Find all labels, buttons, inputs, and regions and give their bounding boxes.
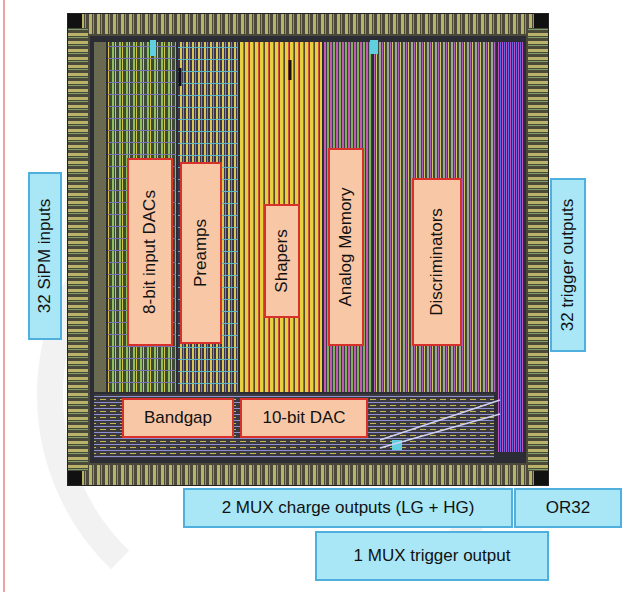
block-label: Shapers: [272, 229, 292, 292]
pad-ring-right: [528, 28, 548, 471]
io-label-box: OR32: [514, 488, 622, 528]
block-label: 8-bit input DACs: [140, 190, 160, 314]
block-label: Discriminators: [427, 208, 447, 316]
block-label-box: 8-bit input DACs: [127, 158, 173, 346]
preamp-array: [178, 42, 238, 392]
block-label: OR32: [546, 498, 590, 518]
block-label-box: Shapers: [264, 204, 300, 318]
margin-line: [3, 0, 5, 592]
label-group: 10-bit DAC: [262, 408, 345, 428]
block-label-box: Analog Memory: [328, 148, 364, 346]
block-label-box: 10-bit DAC: [240, 398, 368, 438]
label-group: 8-bit input DACs: [140, 190, 160, 314]
corner-pad: [534, 14, 548, 28]
block-label: Analog Memory: [336, 187, 356, 306]
label-group: Analog Memory: [336, 187, 356, 306]
discriminator-array: [374, 42, 496, 392]
layout-wire: [380, 414, 500, 448]
label-group: Discriminators: [427, 208, 447, 316]
block-label: 1 MUX trigger output: [354, 546, 511, 566]
label-group: Preamps: [191, 219, 211, 287]
block-label: Bandgap: [144, 408, 212, 428]
label-group: 2 MUX charge outputs (LG + HG): [222, 498, 475, 518]
bias-area: [94, 394, 494, 458]
layout-wire: [289, 60, 292, 80]
pad-ring-left: [68, 28, 88, 471]
chip-die: [68, 14, 548, 485]
block-label: 32 SiPM inputs: [35, 199, 55, 313]
pad-ring-top: [82, 14, 534, 34]
layout-detail: [150, 40, 156, 56]
block-label: 10-bit DAC: [262, 408, 345, 428]
memory-array: [324, 42, 372, 392]
label-group: 32 trigger outputs: [558, 199, 578, 331]
output-routing: [498, 42, 524, 452]
block-label-box: Bandgap: [122, 398, 234, 438]
layout-wire: [179, 68, 182, 86]
dac-array: [108, 42, 176, 392]
label-group: 32 SiPM inputs: [35, 199, 55, 313]
pad-ring-bottom: [82, 465, 534, 485]
layout-wire: [380, 400, 500, 440]
layout-detail: [370, 40, 378, 54]
corner-pad: [534, 471, 548, 485]
corner-pad: [68, 14, 82, 28]
label-group: Shapers: [272, 229, 292, 292]
shaper-array: [240, 42, 322, 392]
block-label-box: Discriminators: [412, 178, 462, 346]
label-group: OR32: [546, 498, 590, 518]
block-label: 2 MUX charge outputs (LG + HG): [222, 498, 475, 518]
corner-pad: [68, 471, 82, 485]
io-label-box: 2 MUX charge outputs (LG + HG): [183, 488, 513, 528]
block-label: 32 trigger outputs: [558, 199, 578, 331]
block-label-box: Preamps: [180, 162, 222, 344]
io-label-box: 32 trigger outputs: [550, 178, 586, 352]
core-area: [90, 36, 526, 463]
label-group: 1 MUX trigger output: [354, 546, 511, 566]
io-label-box: 1 MUX trigger output: [315, 531, 549, 581]
label-group: Bandgap: [144, 408, 212, 428]
block-label: Preamps: [191, 219, 211, 287]
io-label-box: 32 SiPM inputs: [28, 172, 62, 340]
input-routing: [94, 42, 106, 392]
